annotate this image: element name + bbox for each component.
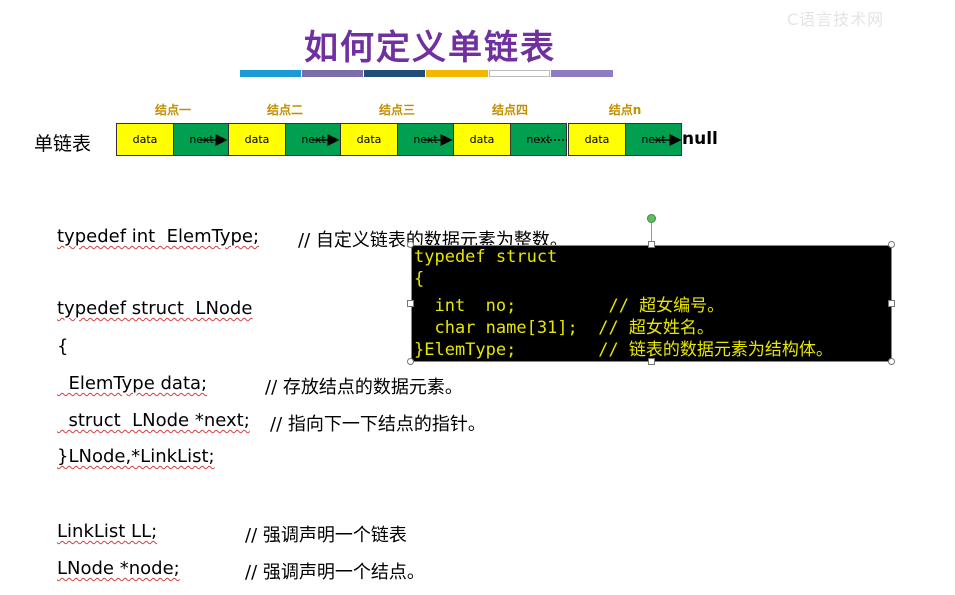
- color-bar-segment: [551, 70, 613, 77]
- code-comment: // 强调声明一个结点。: [245, 562, 425, 583]
- node-arrows: [200, 134, 682, 146]
- list-node: data next: [568, 123, 682, 156]
- code-comment: // 指向下一下结点的指针。: [270, 414, 486, 435]
- code-line: typedef struct LNode: [57, 298, 252, 319]
- resize-handle[interactable]: [888, 241, 895, 248]
- color-bar-segment: [240, 70, 301, 77]
- code-text: LNode *node;: [57, 558, 180, 579]
- single-linked-list-label: 单链表: [34, 133, 92, 155]
- node-data-field: data: [454, 124, 511, 155]
- list-node: data next: [453, 123, 567, 156]
- overlay-line: typedef struct: [414, 247, 558, 267]
- code-text: LinkList LL;: [57, 521, 158, 542]
- rotation-line: [651, 223, 652, 245]
- resize-handle[interactable]: [407, 358, 414, 365]
- overlay-line: char name[31]; // 超女姓名。: [414, 318, 714, 338]
- code-comment: // 强调声明一个链表: [245, 525, 407, 546]
- color-bar-segment: [426, 70, 488, 77]
- color-bar-segment: [489, 70, 550, 77]
- node-data-field: data: [569, 124, 626, 155]
- color-bar-segment: [302, 70, 363, 77]
- code-text: struct LNode *next;: [57, 410, 250, 431]
- code-text: typedef struct LNode: [57, 298, 253, 319]
- slide-title: 如何定义单链表: [304, 28, 556, 68]
- code-line: struct LNode *next;: [57, 410, 250, 431]
- node-title: 结点n: [608, 103, 642, 117]
- node-title: 结点四: [491, 103, 528, 117]
- code-line: typedef int ElemType;: [57, 226, 259, 247]
- resize-handle[interactable]: [888, 300, 895, 307]
- code-line: {: [57, 336, 68, 357]
- code-comment: // 存放结点的数据元素。: [265, 377, 463, 398]
- node-title: 结点三: [378, 103, 415, 117]
- resize-handle[interactable]: [648, 241, 655, 248]
- overlay-line: {: [414, 269, 425, 289]
- rotation-handle[interactable]: [647, 214, 656, 223]
- node-title: 结点二: [266, 103, 303, 117]
- node-data-field: data: [229, 124, 286, 155]
- code-line: LNode *node;: [57, 558, 180, 579]
- resize-handle[interactable]: [888, 358, 895, 365]
- resize-handle[interactable]: [648, 358, 655, 365]
- overlay-line: }ElemType; // 链表的数据元素为结构体。: [414, 340, 833, 360]
- list-node: data next: [116, 123, 230, 156]
- code-line: ElemType data;: [57, 373, 207, 394]
- struct-overlay-textbox[interactable]: typedef struct { int no; // 超女编号。 char n…: [411, 245, 892, 362]
- null-terminal: null: [682, 129, 718, 149]
- resize-handle[interactable]: [407, 241, 414, 248]
- code-text: }LNode,*LinkList;: [57, 446, 215, 467]
- node-title: 结点一: [154, 103, 191, 117]
- code-line: LinkList LL;: [57, 521, 157, 542]
- node-data-field: data: [117, 124, 174, 155]
- node-next-field: next: [626, 124, 681, 155]
- color-bar-segment: [364, 70, 425, 77]
- overlay-line: int no; // 超女编号。: [414, 296, 725, 316]
- code-text: {: [57, 336, 69, 357]
- code-line: }LNode,*LinkList;: [57, 446, 215, 467]
- watermark: C语言技术网: [787, 10, 885, 29]
- code-text: ElemType data;: [57, 373, 208, 394]
- node-data-field: data: [341, 124, 398, 155]
- code-text: typedef int ElemType;: [57, 226, 260, 247]
- resize-handle[interactable]: [407, 300, 414, 307]
